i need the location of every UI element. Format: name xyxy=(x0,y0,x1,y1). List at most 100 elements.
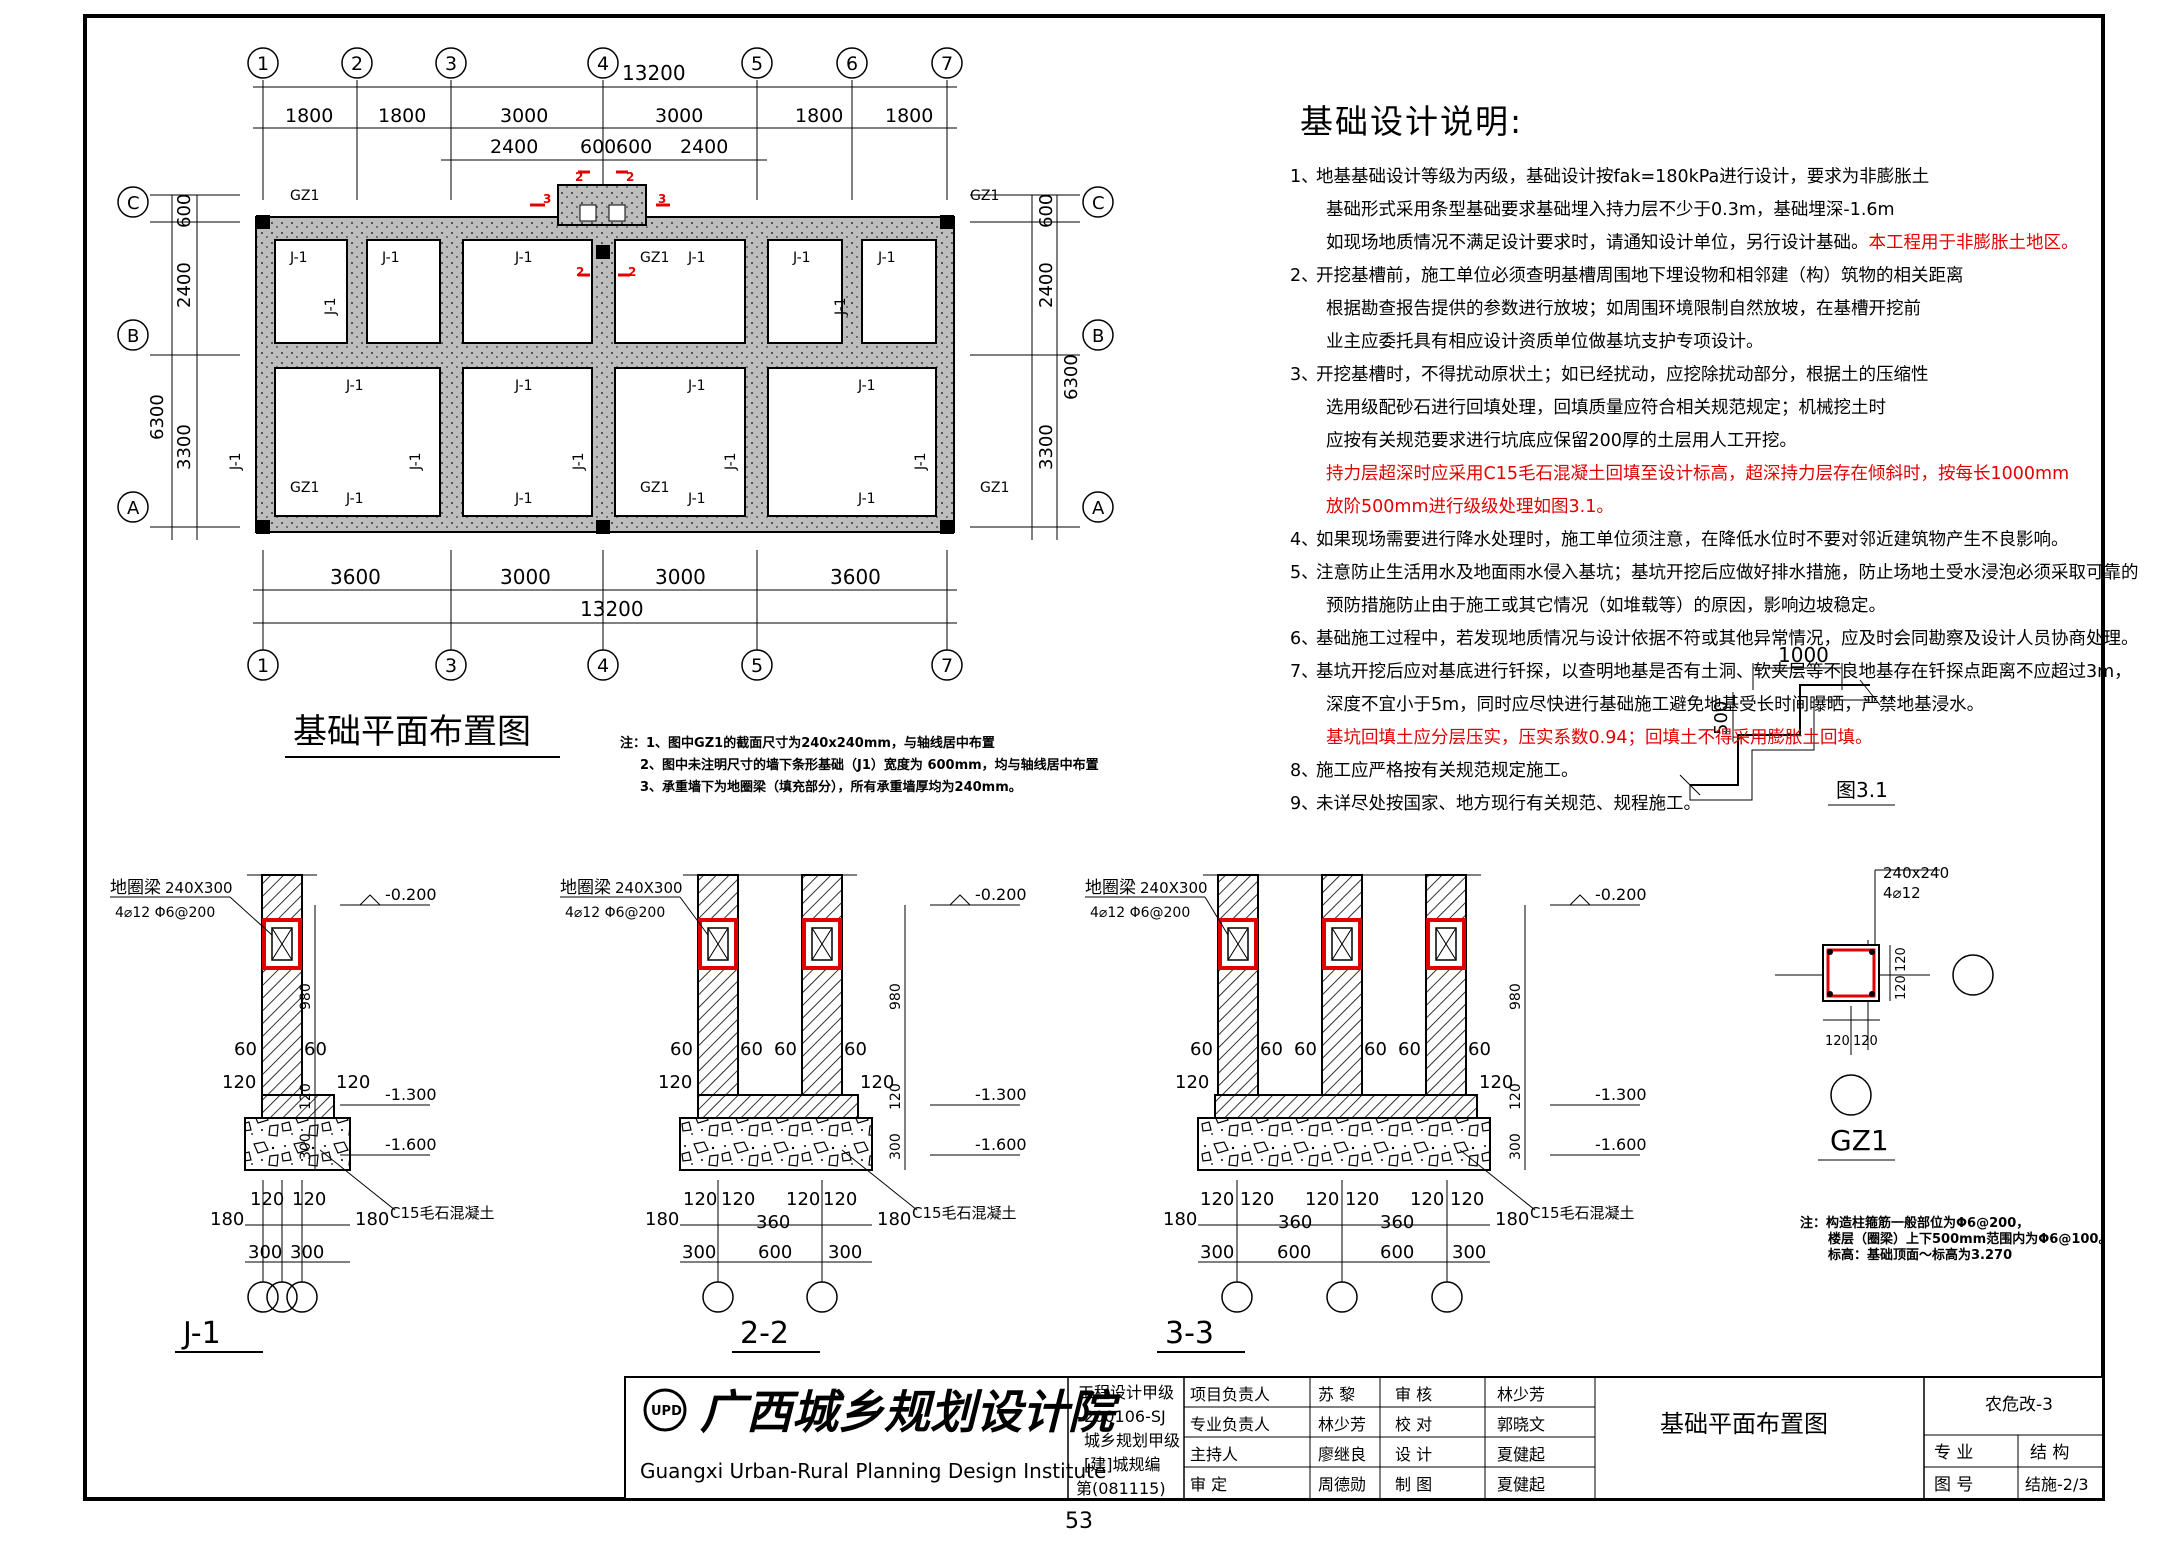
label-title_block-roles-0-name2: 林少芳 xyxy=(1497,1385,1545,1404)
label-sections-dim_60: 60 xyxy=(774,1039,797,1060)
design-note-number: 1、 xyxy=(1290,167,1319,187)
design-note-3-line-1: 3、开挖基槽时，不得扰动原状土；如已经扰动，应挖除扰动部分，根据土的压缩性 xyxy=(1290,359,2050,392)
label-plan-total_width: 13200 xyxy=(580,597,644,621)
label-plan-top_sub_dims-3: 2400 xyxy=(680,136,728,158)
section-mark-2d: 2 xyxy=(628,265,636,279)
column-gz1 xyxy=(940,215,954,229)
label-sections-ring_beam_size: 240X300 xyxy=(1140,879,1208,897)
label-sections-dim_120: 120 xyxy=(1450,1189,1484,1210)
label-plan-left_dims-2: 3300 xyxy=(174,424,195,470)
design-note-5-line-1: 5、注意防止生活用水及地面雨水侵入基坑；基坑开挖后应做好排水措施，防止场地土受水… xyxy=(1290,557,2139,590)
design-note-3-line-2: 选用级配砂石进行回填处理，回填质量应符合相关规范规定；机械挖土时 xyxy=(1290,392,2050,425)
design-note-2-line-3: 业主应委托具有相应设计资质单位做基坑支护专项设计。 xyxy=(1290,326,2050,359)
room-cell-bottom xyxy=(462,367,593,517)
label-title_block-roles-0-role2: 审 核 xyxy=(1395,1385,1432,1404)
label-sections-dim_60: 60 xyxy=(844,1039,867,1060)
label-sections-dim_120: 120 xyxy=(1479,1072,1513,1093)
label-plan-footing_label: J-1 xyxy=(514,250,533,266)
label-plan-column_label: GZ1 xyxy=(970,188,999,204)
design-note-number: 6、 xyxy=(1290,629,1319,649)
fig31-dim-horizontal: 1000 xyxy=(1778,643,1829,667)
room-cell-top xyxy=(861,239,937,344)
design-note-number: 7、 xyxy=(1290,662,1319,682)
label-plan-total_width: 13200 xyxy=(622,61,686,85)
gz1-dim-h1: 120 xyxy=(1825,1034,1850,1049)
design-notes: 基础设计说明: 1、地基基础设计等级为丙级，基础设计按fak=180kPa进行设… xyxy=(1290,95,2139,821)
signature-table: 项目负责人苏 黎审 核林少芳专业负责人林少芳校 对郭晓文主持人廖继良设 计夏健起… xyxy=(1190,1377,1596,1499)
label-plan-footing_label: J-1 xyxy=(514,378,533,394)
label-sections-dim_600: 600 xyxy=(1277,1242,1311,1263)
design-note-1-line-2: 基础形式采用条型基础要求基础埋入持力层不少于0.3m，基础埋深-1.6m xyxy=(1290,194,2050,227)
design-note-number: 8、 xyxy=(1290,761,1319,781)
design-note-highlight: 基坑回填土应分层压实，压实系数0.94；回填土不得采用膨胀土回填。 xyxy=(1326,728,1873,748)
label-sections-dim_120: 120 xyxy=(222,1072,256,1093)
label-plan-column_label: GZ1 xyxy=(290,188,319,204)
section-mark-2-top: 2 2 3 3 2 2 xyxy=(530,170,670,279)
label-plan-top_axes-0: 1 xyxy=(257,53,269,75)
label-plan-top_axes-1: 2 xyxy=(351,53,363,75)
label-sections-dim_980: 980 xyxy=(1508,983,1524,1010)
label-plan-column_label: GZ1 xyxy=(640,250,669,266)
label-sections-concrete_label: C15毛石混凝土 xyxy=(390,1204,495,1222)
label-plan-footing_label: J-1 xyxy=(857,491,876,507)
design-note-text: 根据勘查报告提供的参数进行放坡；如周围环境限制自然放坡，在基槽开挖前 xyxy=(1326,299,1921,319)
label-plan-side_axes-1: B xyxy=(127,326,139,347)
label-sections-elev_mid: -1.300 xyxy=(975,1085,1027,1104)
label-title_block-qualification-2: 城乡规划甲级 xyxy=(1084,1431,1180,1450)
label-sections-ring_beam_rebar: 4⌀12 Φ6@200 xyxy=(1090,905,1190,921)
label-plan-footing_label: J-1 xyxy=(381,250,400,266)
label-plan-bottom_dims-2: 3000 xyxy=(655,565,706,589)
label-sections-elev_bottom: -1.600 xyxy=(1595,1135,1647,1154)
label-sections-dim_360: 360 xyxy=(1380,1212,1414,1233)
footing-slab xyxy=(679,1117,873,1171)
design-note-highlight: 持力层超深时应采用C15毛石混凝土回填至设计标高，超深持力层存在倾斜时，按每长1… xyxy=(1326,464,2070,484)
plan-bump xyxy=(557,184,647,226)
plan-room-cells xyxy=(274,239,937,517)
label-sections-dim_180: 180 xyxy=(877,1209,911,1230)
gz1-detail: 240x240 4⌀12 120 120 120 120 GZ1 xyxy=(1775,864,1994,1161)
design-note-7-line-3: 基坑回填土应分层压实，压实系数0.94；回填土不得采用膨胀土回填。 xyxy=(1290,722,2050,755)
label-plan-side_axes-0: C xyxy=(127,193,140,214)
label-plan-top_sub_dims-0: 2400 xyxy=(490,136,538,158)
drawing-no-value: 结施-2/3 xyxy=(2025,1475,2089,1494)
design-note-9-line-1: 9、未详尽处按国家、地方现行有关规范、规程施工。 xyxy=(1290,788,2050,821)
gz1-notes: 注：构造柱箍筋一般部位为Φ6@200， 楼层（圈梁）上下500mm范围内为Φ6@… xyxy=(1800,1216,2111,1264)
plan-note-1: 注：1、图中GZ1的截面尺寸为240x240mm，与轴线居中布置 xyxy=(620,736,995,751)
label-sections-dim_120: 120 xyxy=(1175,1072,1209,1093)
label-sections-dim_60: 60 xyxy=(740,1039,763,1060)
label-sections-ring_beam_rebar: 4⌀12 Φ6@200 xyxy=(115,905,215,921)
room-cell-bottom xyxy=(274,367,441,517)
label-sections-titles-2: 3-3 xyxy=(1165,1316,1214,1351)
gz1-dim-v1: 120 xyxy=(1894,947,1909,972)
fig31-caption: 图3.1 xyxy=(1836,778,1888,802)
design-note-text: 开挖基槽前，施工单位必须查明基槽周围地下埋设物和相邻建（构）筑物的相关距离 xyxy=(1316,266,1964,286)
design-note-text: 基础施工过程中，若发现地质情况与设计依据不符或其他异常情况，应及时会同勘察及设计… xyxy=(1316,629,2139,649)
label-plan-top_sub_dims-2: 600 xyxy=(616,136,652,158)
label-sections-ring_beam_size: 240X300 xyxy=(165,879,233,897)
gz1-dim-v2: 120 xyxy=(1894,975,1909,1000)
label-plan-top_axes-3: 4 xyxy=(597,53,609,75)
label-plan-top_dims-5: 1800 xyxy=(885,105,933,127)
design-note-text: 注意防止生活用水及地面雨水侵入基坑；基坑开挖后应做好排水措施，防止场地土受水浸泡… xyxy=(1316,563,2139,583)
label-sections-ring_beam_label: 地圈梁 xyxy=(110,878,161,898)
label-sections-dim_120: 120 xyxy=(658,1072,692,1093)
label-plan-footing_label: J-1 xyxy=(792,250,811,266)
design-note-text: 选用级配砂石进行回填处理，回填质量应符合相关规范规定；机械挖土时 xyxy=(1326,398,1886,418)
label-sections-elev_bottom: -1.600 xyxy=(385,1135,437,1154)
label-plan-column_label: GZ1 xyxy=(640,480,669,496)
label-plan-footing_label: J-1 xyxy=(687,250,706,266)
label-sections-dim_60: 60 xyxy=(234,1039,257,1060)
label-sections-dim_300: 300 xyxy=(682,1242,716,1263)
label-plan-top_sub_dims-1: 600 xyxy=(580,136,616,158)
label-plan-top_dims-2: 3000 xyxy=(500,105,548,127)
design-note-number: 3、 xyxy=(1290,365,1319,385)
label-sections-dim_120: 120 xyxy=(786,1189,820,1210)
label-title_block-roles-3-role2: 制 图 xyxy=(1395,1475,1432,1494)
label-title_block-roles-1-name: 林少芳 xyxy=(1318,1415,1366,1434)
room-cell-bottom xyxy=(767,367,937,517)
gz1-note-2: 楼层（圈梁）上下500mm范围内为Φ6@100。 xyxy=(1828,1232,2112,1247)
section-wall xyxy=(697,874,739,1096)
